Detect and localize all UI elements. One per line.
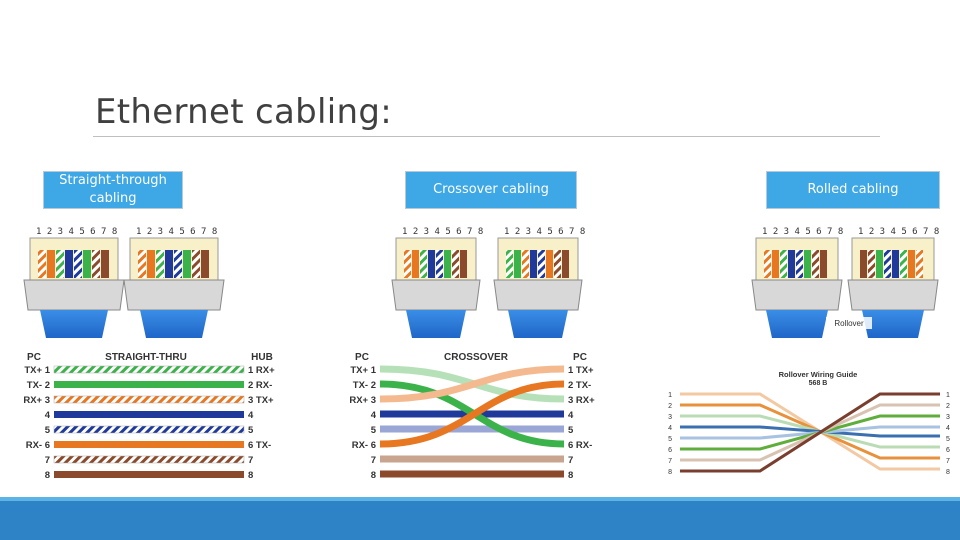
pin-numbers: 1 2 3 4 5 6 7 8: [402, 227, 483, 237]
straight-left-header: PC: [27, 352, 41, 363]
svg-text:3: 3: [946, 414, 950, 421]
pin-numbers: 1 2 3 4 5 6 7 8: [36, 227, 117, 237]
rj45-connector: 1 2 3 4 5 6 7 8: [123, 227, 225, 338]
label-rolled: Rolled cabling: [766, 171, 940, 209]
svg-text:RX+ 3: RX+ 3: [23, 395, 50, 406]
rj45-connector: 1 2 3 4 5 6 7 8: [847, 227, 939, 338]
svg-text:4: 4: [45, 410, 51, 421]
connectors-crossover: 1 2 3 4 5 6 7 8 1 2 3 4 5 6 7 8: [391, 227, 585, 338]
crossover-center-header: CROSSOVER: [444, 352, 509, 363]
crossover-left-labels: TX+ 1 TX- 2 RX+ 3 4 5 RX- 6 7 8: [349, 365, 376, 481]
connectors-straight: 1 2 3 4 5 6 7 8 1 2 3 4 5 6 7 8: [23, 227, 225, 338]
svg-text:7: 7: [248, 455, 253, 466]
pin-numbers: 1 2 3 4 5 6 7 8: [858, 227, 939, 237]
footer-stripe: [0, 497, 960, 501]
svg-text:8: 8: [248, 470, 253, 481]
svg-text:4: 4: [946, 425, 950, 432]
crossover-wires: [379, 365, 565, 478]
crossover-right-header: PC: [573, 352, 587, 363]
svg-text:3 RX+: 3 RX+: [568, 395, 595, 406]
label-straight-through: Straight-through cabling: [43, 171, 183, 209]
rollover-left-numbers: 1 2 3 4 5 6 7 8: [668, 392, 672, 476]
svg-text:4: 4: [668, 425, 672, 432]
title-divider: [93, 136, 880, 137]
slide-title: Ethernet cabling:: [95, 92, 392, 132]
connectors-rolled: 1 2 3 4 5 6 7 8 1 2 3 4 5 6 7 8: [751, 227, 939, 338]
straight-left-labels: TX+ 1 TX- 2 RX+ 3 4 5 RX- 6 7 8: [23, 365, 50, 481]
svg-text:TX- 2: TX- 2: [27, 380, 50, 391]
svg-text:8: 8: [568, 470, 573, 481]
rj45-connector: 1 2 3 4 5 6 7 8: [751, 227, 843, 338]
pin-numbers: 1 2 3 4 5 6 7 8: [762, 227, 843, 237]
rj45-connector: 1 2 3 4 5 6 7 8: [23, 227, 125, 338]
svg-text:2: 2: [668, 403, 672, 410]
svg-text:2: 2: [946, 403, 950, 410]
svg-text:6 RX-: 6 RX-: [568, 440, 592, 451]
rollover-diagram: Rollover Wiring Guide 568 B 1 2 3 4 5 6 …: [668, 370, 950, 476]
svg-text:2 TX-: 2 TX-: [568, 380, 591, 391]
svg-text:7: 7: [946, 458, 950, 465]
straight-through-diagram: PC STRAIGHT-THRU HUB TX+ 1 TX- 2 RX+ 3 4…: [23, 352, 275, 481]
rollover-caption: Rollover: [834, 319, 864, 328]
svg-text:5: 5: [45, 425, 51, 436]
svg-text:5: 5: [248, 425, 254, 436]
crossover-right-labels: 1 TX+ 2 TX- 3 RX+ 4 5 6 RX- 7 8: [568, 365, 595, 481]
svg-text:6 TX-: 6 TX-: [248, 440, 271, 451]
svg-text:5: 5: [371, 425, 377, 436]
svg-text:RX- 6: RX- 6: [26, 440, 50, 451]
svg-text:TX- 2: TX- 2: [353, 380, 376, 391]
straight-wires: [53, 365, 245, 478]
svg-text:3: 3: [668, 414, 672, 421]
svg-text:4: 4: [568, 410, 574, 421]
svg-text:5: 5: [668, 436, 672, 443]
rollover-right-numbers: 1 2 3 4 5 6 7 8: [946, 392, 950, 476]
svg-text:8: 8: [45, 470, 50, 481]
svg-text:1 TX+: 1 TX+: [568, 365, 594, 376]
svg-text:8: 8: [946, 469, 950, 476]
label-crossover: Crossover cabling: [405, 171, 577, 209]
svg-text:8: 8: [668, 469, 672, 476]
svg-text:6: 6: [668, 447, 672, 454]
svg-text:TX+ 1: TX+ 1: [350, 365, 376, 376]
pin-numbers: 1 2 3 4 5 6 7 8: [136, 227, 217, 237]
svg-text:1: 1: [946, 392, 950, 399]
svg-text:7: 7: [371, 455, 376, 466]
crossover-diagram: PC CROSSOVER PC TX+ 1 TX- 2 RX+ 3 4 5 RX…: [349, 352, 595, 481]
svg-text:7: 7: [568, 455, 573, 466]
svg-text:1 RX+: 1 RX+: [248, 365, 275, 376]
svg-text:3 TX+: 3 TX+: [248, 395, 274, 406]
pin-numbers: 1 2 3 4 5 6 7 8: [504, 227, 585, 237]
rj45-connector: 1 2 3 4 5 6 7 8: [493, 227, 585, 338]
footer-bar: [0, 497, 960, 540]
rollover-guide-subtitle: 568 B: [809, 380, 828, 387]
svg-text:1: 1: [668, 392, 672, 399]
straight-right-header: HUB: [251, 352, 273, 363]
svg-text:7: 7: [45, 455, 50, 466]
svg-text:4: 4: [371, 410, 377, 421]
svg-text:TX+ 1: TX+ 1: [24, 365, 50, 376]
svg-text:5: 5: [568, 425, 574, 436]
straight-center-header: STRAIGHT-THRU: [105, 352, 187, 363]
svg-text:6: 6: [946, 447, 950, 454]
crossover-left-header: PC: [355, 352, 369, 363]
rj45-connector: 1 2 3 4 5 6 7 8: [391, 227, 483, 338]
svg-text:RX- 6: RX- 6: [352, 440, 376, 451]
svg-text:RX+ 3: RX+ 3: [349, 395, 376, 406]
svg-text:7: 7: [668, 458, 672, 465]
svg-text:4: 4: [248, 410, 254, 421]
svg-text:5: 5: [946, 436, 950, 443]
straight-right-labels: 1 RX+ 2 RX- 3 TX+ 4 5 6 TX- 7 8: [248, 365, 275, 481]
rollover-guide-title: Rollover Wiring Guide: [779, 370, 858, 379]
svg-text:8: 8: [371, 470, 376, 481]
rollover-wires: [680, 392, 940, 473]
svg-text:2 RX-: 2 RX-: [248, 380, 272, 391]
